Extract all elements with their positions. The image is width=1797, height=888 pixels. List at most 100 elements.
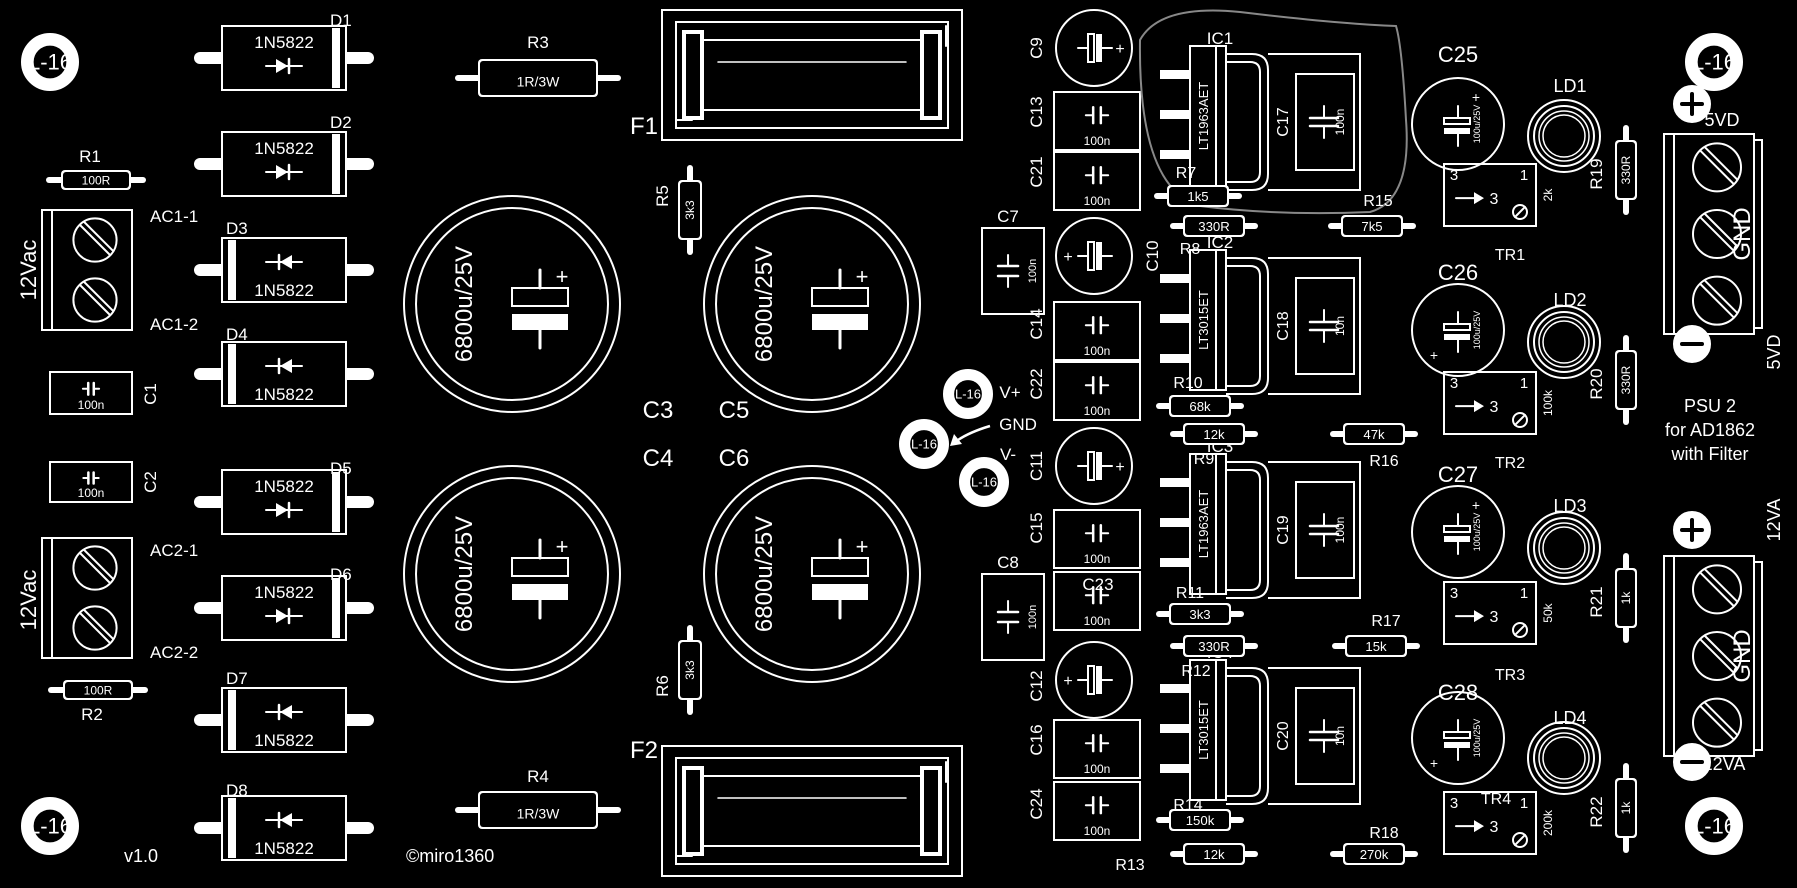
polarity: + — [1063, 249, 1072, 266]
resistor-r8: 330R R8 — [1170, 215, 1258, 258]
cap-value: 6800u/25V — [451, 246, 478, 362]
polarity: + — [1115, 41, 1124, 58]
ic-ic4: LT3015ETIC4C2010n — [1160, 643, 1361, 805]
terminal-label: 5VD — [1764, 334, 1784, 369]
hole-label: L-16 — [1692, 814, 1736, 839]
led-ld3: LD3 — [1527, 496, 1601, 585]
pin-label: AC1-2 — [150, 315, 198, 334]
cap-ref: C19 — [1275, 515, 1292, 544]
pin-label: 3 — [1450, 795, 1458, 812]
cap-c25: 100u/25V+C25 — [1411, 42, 1505, 171]
resistor-value: 330R — [1198, 219, 1230, 234]
terminal-ac2-block — [41, 537, 133, 659]
resistor-value: 330R — [1619, 365, 1633, 394]
led-ref: LD4 — [1553, 708, 1586, 728]
diode-ref: D6 — [330, 565, 352, 584]
diode-value: 1N5822 — [254, 33, 314, 52]
title-line: PSU 2 — [1684, 396, 1736, 416]
cap-ref: C1 — [141, 383, 160, 405]
pin-label: 3 — [1450, 585, 1458, 602]
cap-ref: C15 — [1027, 512, 1046, 543]
cap-ref: C24 — [1027, 788, 1046, 819]
diode-ref: D1 — [330, 11, 352, 30]
ic-part: LT3015ET — [1196, 700, 1211, 760]
mounting-hole-top-left: L-16 — [21, 33, 79, 91]
resistor-ref: R15 — [1363, 193, 1392, 210]
led-ld1: LD1 — [1527, 76, 1601, 173]
led-ld4: LD4 — [1527, 708, 1601, 795]
terminal-label: 12VA — [1703, 754, 1746, 774]
resistor-ref: R1 — [79, 147, 101, 166]
terminal-out-12va-block — [1663, 555, 1755, 757]
fuse-ref: F2 — [630, 737, 658, 764]
terminal-label: 12VA — [1764, 499, 1784, 542]
version-label: v1.0 — [124, 846, 158, 866]
fuse-f1: F1 — [630, 9, 963, 141]
cap-value: 100u/25V — [1472, 105, 1482, 144]
cap-ref: C5 — [719, 397, 750, 424]
resistor-ref: R18 — [1369, 825, 1398, 842]
polarity: + — [1063, 673, 1072, 690]
cap-c6: 6800u/25V+C6 — [703, 445, 921, 683]
resistor-ref: R8 — [1180, 241, 1201, 258]
resistor-value: 12k — [1203, 847, 1225, 862]
pin-label: 1 — [1520, 795, 1528, 812]
version: v1.0 — [124, 846, 158, 866]
rail-label: GND — [999, 415, 1037, 434]
hole-label: L-16 — [28, 50, 72, 75]
diode-value: 1N5822 — [254, 839, 314, 858]
pin-label: 3 — [1490, 399, 1499, 416]
diode-ref: D5 — [330, 459, 352, 478]
rail-hole-vplus: L-16 — [943, 369, 993, 419]
cap-ref: C4 — [643, 445, 674, 472]
ic-ref: IC1 — [1207, 29, 1233, 48]
diode-ref: D8 — [226, 781, 248, 800]
pin-label: AC2-1 — [150, 541, 198, 560]
cap-ref: C20 — [1275, 721, 1292, 750]
diode-ref: D4 — [226, 325, 248, 344]
cap-value: 100n — [1084, 344, 1111, 358]
cap-ref: C13 — [1027, 96, 1046, 127]
cap-ref: C6 — [719, 445, 750, 472]
resistor-value: 12k — [1203, 427, 1225, 442]
cap-ref: C25 — [1438, 42, 1478, 67]
cap-ref: C17 — [1275, 107, 1292, 136]
polarity: + — [556, 264, 569, 289]
rail-label: V- — [1000, 445, 1016, 464]
cap-value: 100n — [1084, 552, 1111, 566]
cap-value: 6800u/25V — [751, 246, 778, 362]
terminal-label: 5VD — [1704, 110, 1739, 130]
resistor-value: 330R — [1619, 155, 1633, 184]
title-line: for AD1862 — [1665, 420, 1755, 440]
hole-label: L-16 — [955, 387, 981, 402]
cap-value: 100n — [1084, 762, 1111, 776]
cap-c9: +C9 — [1027, 9, 1133, 87]
trimmer-ref: TR1 — [1495, 247, 1525, 264]
pin-label: 3 — [1450, 375, 1458, 392]
cap-ref: C23 — [1082, 575, 1113, 594]
diode-value: 1N5822 — [254, 139, 314, 158]
resistor-value: 150k — [1186, 813, 1215, 828]
pin-label: 1 — [1520, 375, 1528, 392]
cap-ref: C26 — [1438, 260, 1478, 285]
cap-c15: 100n C15 — [1027, 509, 1141, 569]
ic-ref: IC2 — [1207, 233, 1233, 252]
diode-d8: 1N5822 D8 — [194, 781, 374, 861]
polarity: + — [1115, 459, 1124, 476]
